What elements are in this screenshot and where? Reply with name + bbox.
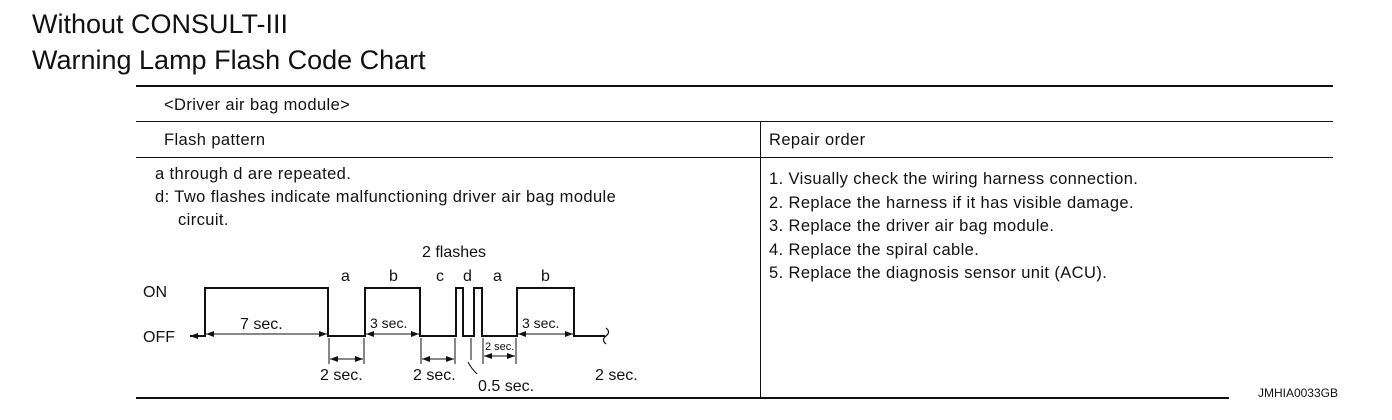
label-2sec-third: 2 sec. [595,367,638,384]
column-divider [760,121,761,398]
label-d: d [463,268,472,285]
label-2sec-first: 2 sec. [320,367,363,384]
label-b1: b [389,268,398,285]
label-3sec-first: 3 sec. [370,315,407,331]
table-top-rule [136,85,1333,87]
label-2sec-second: 2 sec. [413,367,456,384]
label-off: OFF [143,329,175,346]
label-3sec-second: 3 sec. [522,315,559,331]
figure-code: JMHIA0033GB [1257,386,1338,400]
flash-timing-diagram: ON OFF 2 flashes a b c d a b 7 sec. 3 se… [143,244,638,395]
label-two-flashes: 2 flashes [422,244,486,261]
column-header-repair-order: Repair order [769,131,866,149]
label-2sec-small: 2 sec. [485,341,514,353]
label-on: ON [143,284,167,301]
label-b2: b [541,268,550,285]
page-subtitle: Warning Lamp Flash Code Chart [32,45,426,75]
note-repeat: a through d are repeated. [155,165,352,183]
repair-step: 5. Replace the diagnosis sensor unit (AC… [769,264,1108,282]
repair-step: 1. Visually check the wiring harness con… [769,170,1139,188]
repair-order-list: 1. Visually check the wiring harness con… [769,168,1138,286]
note-d-line1: d: Two flashes indicate malfunctioning d… [155,188,617,206]
page-title: Without CONSULT-III [32,9,289,39]
label-a2: a [493,268,502,285]
column-header-divider [136,157,1333,158]
break-mark-icon [602,327,610,345]
flash-waveform [190,287,605,337]
repair-step: 4. Replace the spiral cable. [769,240,980,259]
column-header-flash-pattern: Flash pattern [164,131,266,149]
label-7sec: 7 sec. [240,316,283,333]
label-c: c [436,268,444,285]
note-d-line2: circuit. [178,211,229,229]
repair-step: 2. Replace the harness if it has visible… [769,193,1134,212]
callout-05sec [467,361,478,375]
label-05sec: 0.5 sec. [478,378,534,395]
table-bottom-rule [136,397,1229,399]
section-label: <Driver air bag module> [164,96,351,114]
label-a1: a [341,268,350,285]
header-divider [136,121,1333,122]
repair-step: 3. Replace the driver air bag module. [769,217,1055,235]
